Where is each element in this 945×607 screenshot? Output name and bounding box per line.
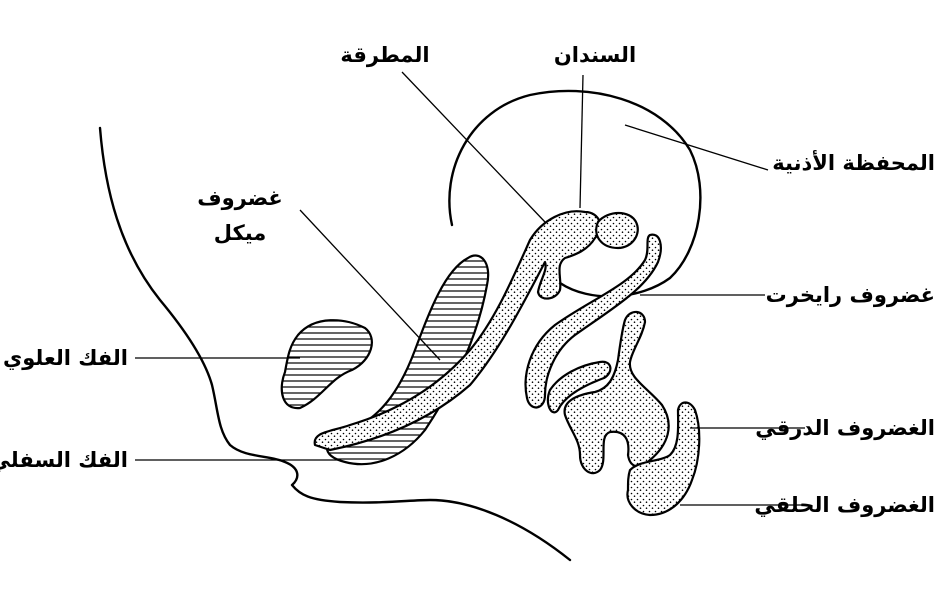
inner-cartilage-strip	[546, 360, 612, 414]
label-meckel-line2: ميكل	[214, 221, 267, 245]
label-meckel-line1: غضروف	[197, 186, 283, 210]
thyroid-cartilage-shape	[563, 310, 670, 475]
meckel-cartilage-shape	[313, 210, 602, 452]
label-hammer: المطرقة	[340, 43, 429, 67]
anvil-shape	[595, 211, 639, 250]
label-otic-capsule: المحفظة الأذنية	[772, 149, 935, 175]
anvil-leader	[579, 74, 584, 209]
hammer-leader	[401, 71, 546, 223]
label-reichert: غضروف رايخرت	[766, 283, 935, 307]
reichert-cartilage-shape	[524, 233, 662, 409]
mandible-shape	[326, 254, 490, 466]
face-profile	[98, 126, 572, 562]
label-thyroid: الغضروف الدرقي	[755, 416, 935, 440]
label-cricoid: الغضروف الحلقي	[754, 493, 935, 517]
otic-capsule-leader	[624, 124, 769, 171]
label-mandible: الفك السفلي	[0, 448, 128, 472]
label-maxilla: الفك العلوي	[3, 346, 128, 371]
maxilla-shape	[280, 319, 373, 410]
meckel-leader	[299, 209, 441, 361]
cricoid-cartilage-shape	[626, 401, 701, 517]
label-anvil: السندان	[554, 43, 636, 67]
